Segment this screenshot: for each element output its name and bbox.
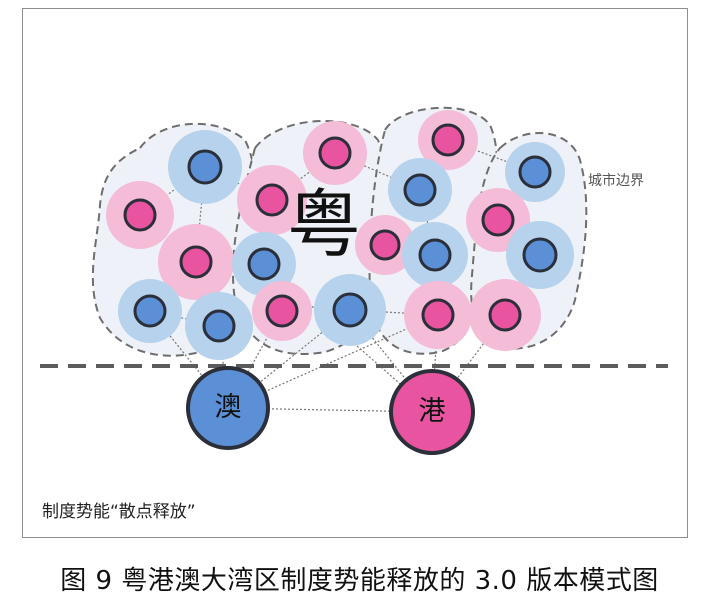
guangdong-label: 粤 (287, 182, 361, 268)
node-blue (403, 173, 437, 207)
figure-title: 图 9 粤港澳大湾区制度势能释放的 3.0 版本模式图 (60, 566, 659, 596)
node-blue (187, 149, 223, 185)
node-pink (179, 245, 213, 279)
node-blue (518, 155, 552, 189)
node-pink (123, 198, 157, 232)
node-blue (202, 309, 236, 343)
node-pink (481, 203, 515, 237)
city-nodes (123, 123, 558, 343)
node-pink (431, 123, 465, 157)
node-blue (418, 238, 452, 272)
macau-label: 澳 (214, 392, 242, 423)
node-pink (421, 298, 455, 332)
node-pink (255, 183, 289, 217)
node-pink (265, 294, 299, 328)
hongkong-node (389, 369, 475, 455)
node-blue (247, 247, 281, 281)
macau-node (186, 366, 270, 450)
city-boundary-label: 城市边界 (588, 173, 644, 189)
hongkong-label: 港 (418, 396, 446, 427)
node-pink (318, 136, 352, 170)
node-blue (522, 237, 558, 273)
frame-caption: 制度势能“散点释放” (42, 502, 196, 522)
node-blue (133, 294, 167, 328)
node-blue (332, 292, 368, 328)
node-pink (488, 298, 522, 332)
node-pink (369, 229, 401, 261)
